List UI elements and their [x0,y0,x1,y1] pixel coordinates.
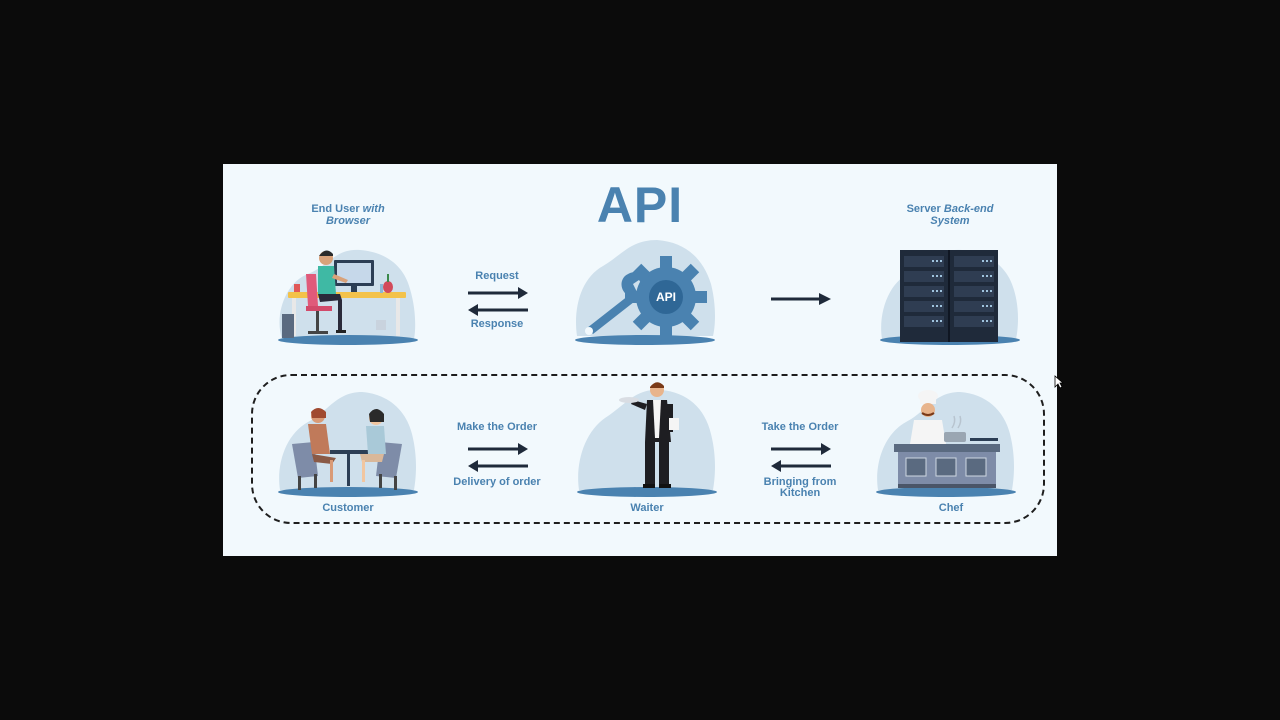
diagram-slide: API End User with Browser Server Back-en… [223,164,1057,556]
restaurant-analogy-box [251,374,1045,524]
end-user-caption-plain: End User [311,203,363,215]
server-caption-line2: System [930,215,970,227]
end-user-illustration [278,249,418,345]
chef-illustration [876,390,1016,497]
delivery-label: Delivery of order [453,476,541,488]
waiter-illustration [577,382,717,497]
server-caption: Server Back-end System [870,203,1030,227]
end-user-caption-italic: with [362,203,385,215]
customer-illustration [278,392,418,497]
end-user-caption-line2: Browser [325,215,371,227]
request-label: Request [475,270,519,282]
end-user-caption: End User with Browser [268,203,428,227]
api-gear-label: API [655,290,676,304]
take-order-label: Take the Order [761,421,839,433]
response-label: Response [470,318,524,330]
server-caption-plain: Server [906,203,944,215]
api-to-server-arrow [771,293,831,305]
server-caption-italic: Back-end [943,203,994,215]
waiter-label: Waiter [630,502,664,514]
mouse-cursor-icon [1054,375,1064,389]
bringing-label: Bringing from Kitchen [763,476,837,499]
api-gear-illustration [575,240,715,345]
chef-label: Chef [938,502,964,514]
request-response-arrows [468,287,528,316]
make-order-label: Make the Order [456,421,538,433]
take-bring-arrows [771,443,831,472]
server-illustration [880,249,1020,345]
customer-label: Customer [322,502,374,514]
diagram-title: API [596,177,684,233]
make-delivery-arrows [468,443,528,472]
